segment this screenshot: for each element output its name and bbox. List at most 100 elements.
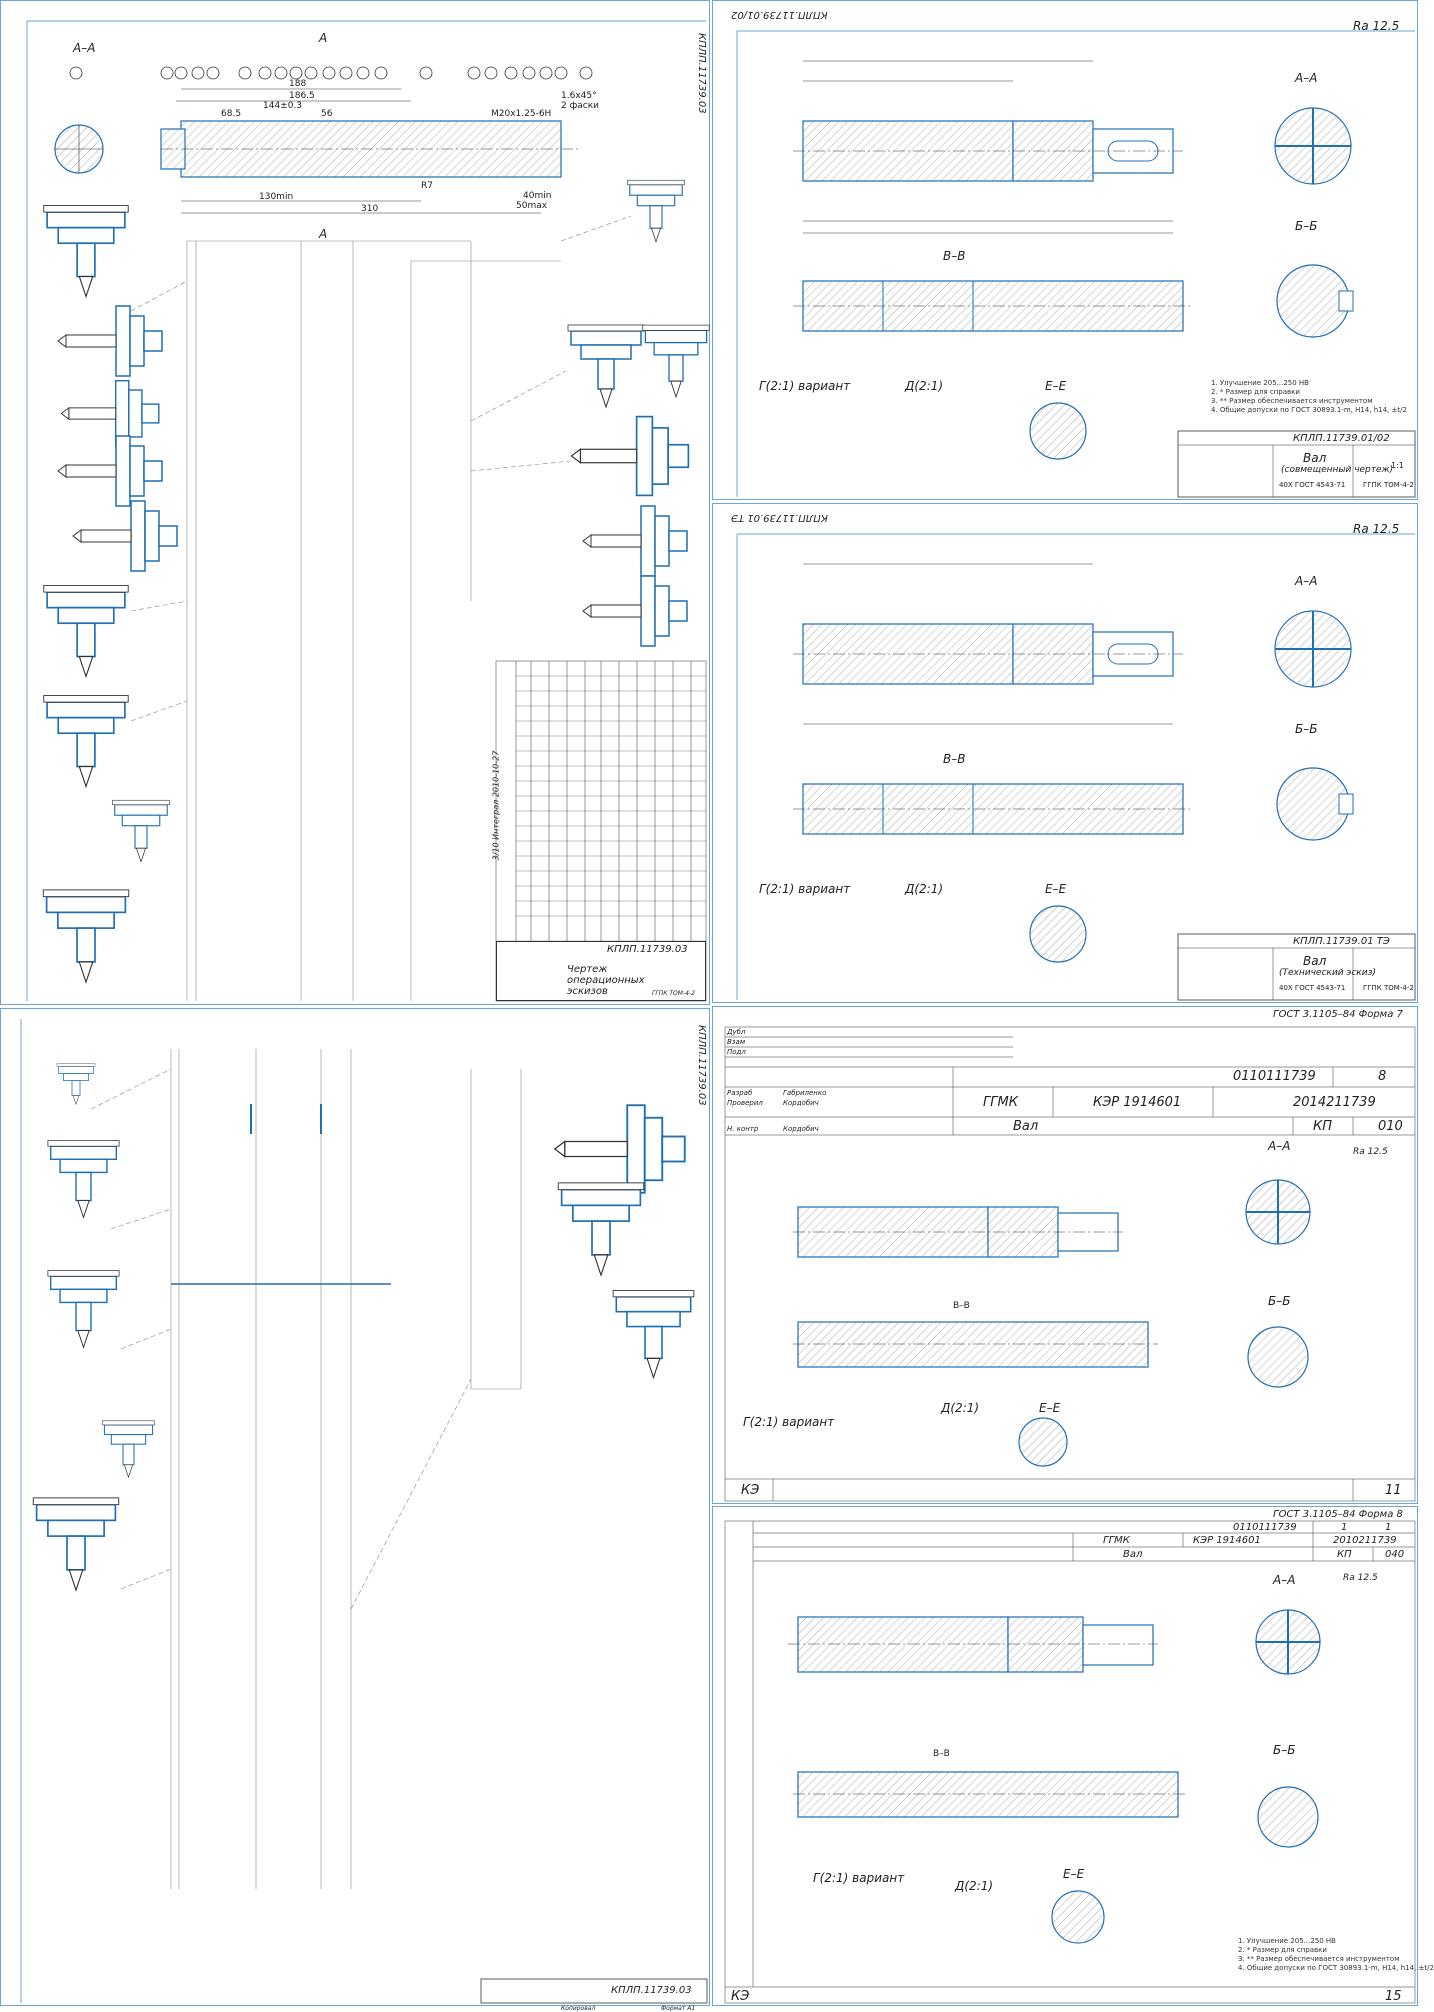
sheet3-section-ee: Е–Е [1045, 882, 1067, 896]
sheet6-section-d: Д(2:1) [955, 1879, 994, 1893]
sheet4-drawing [20, 1019, 708, 2004]
sheet2-tb-code: КПЛП.11739.01/02 [1293, 433, 1390, 444]
sheet3-tb-group: ГГПК ТОМ-4-2 [1363, 984, 1414, 992]
sheet2-section-g: Г(2:1) вариант [759, 379, 851, 393]
sheet5-doc-number: 0110111739 [1233, 1069, 1316, 1084]
sheet3-tb-code: КПЛП.11739.01 ТЭ [1293, 936, 1390, 947]
sheet5-staff-3-role: Н. контр [727, 1125, 759, 1133]
sheet6-note-3: 3. ** Размер обеспечивается инструментом [1238, 1955, 1400, 1963]
sheet3-tb-subtitle: (Технический эскиз) [1279, 968, 1376, 978]
sheet2-tb-group: ГГПК ТОМ-4-2 [1363, 481, 1414, 489]
sheet6-frame [724, 1520, 1416, 2004]
sheet5-ke: КЭ [741, 1483, 760, 1498]
sheet6-op: 040 [1385, 1549, 1405, 1560]
sheet6-sheet-a: 1 [1341, 1522, 1348, 1533]
sheet6-sheet-b: 1 [1385, 1522, 1392, 1533]
sheet5-page: 11 [1385, 1483, 1402, 1498]
sheet5-section-aa: А–А [1268, 1139, 1291, 1153]
sheet1-dim-188: 188 [289, 79, 307, 89]
sheet1-dim-56: 56 [321, 109, 333, 119]
sheet1-title-block: КПЛП.11739.03 Чертеж операционных эскизо… [496, 941, 706, 1001]
sheet6-kp: КП [1337, 1549, 1352, 1560]
sheet6-page: 15 [1385, 1989, 1402, 2004]
sheet3-tb-title: Вал [1303, 954, 1327, 968]
sheet5-staff-3-name: Кордобич [783, 1125, 819, 1133]
sheet6-roughness: Ra 12.5 [1343, 1573, 1378, 1583]
sheet6-note-4: 4. Общие допуски по ГОСТ 30893.1-m, H14,… [1238, 1964, 1434, 1972]
sheet1-dim-50max: 50max [516, 201, 548, 211]
sheet5-doc-code: КЭР 1914601 [1093, 1095, 1182, 1110]
sheet4-tb-copied: Копировал [561, 2005, 596, 2012]
sheet1-drawing [26, 20, 710, 1002]
sheet3-drawing [736, 533, 1416, 1001]
sheet5-sheet-no: 8 [1378, 1069, 1387, 1084]
sheet3-roughness: Ra 12.5 [1353, 522, 1400, 536]
sheet5-row-podl: Подл [727, 1048, 746, 1056]
sheet3-section-bb: Б–Б [1295, 722, 1318, 736]
sheet5-row-vzam: Взам [727, 1038, 746, 1046]
sheet5-kp: КП [1313, 1119, 1333, 1134]
sheet3-section-aa: А–А [1295, 574, 1318, 588]
sheet4-tb-format: Формат А1 [661, 2005, 696, 2012]
sheet1-dim-r7: R7 [421, 181, 433, 191]
sheet5-section-ee: Е–Е [1039, 1401, 1061, 1415]
sheet5-section-vv: В–В [953, 1301, 970, 1311]
sheet4-tb-code: КПЛП.11739.03 [611, 1985, 692, 1996]
sheet2-section-ee: Е–Е [1045, 379, 1067, 393]
sheet6-ke: КЭ [731, 1989, 750, 2004]
sheet1-dim-130min: 130min [259, 192, 294, 202]
sheet5-section-bb: Б–Б [1268, 1294, 1291, 1308]
sheet1-dim-2-chamfers: 2 фаски [561, 101, 600, 111]
sheet5-staff-1-role: Разраб [727, 1089, 753, 1097]
sheet1-tb-title: Чертеж операционных эскизов [567, 964, 645, 997]
sheet5-frame [724, 1026, 1416, 1502]
sheet-operational-sketches-2: КПЛП.11739.03 КПЛП.11739.03 Копировал Фо… [0, 1008, 710, 2012]
sheet2-note-4: 4. Общие допуски по ГОСТ 30893.1-m, H14,… [1211, 406, 1407, 414]
sheet6-section-g: Г(2:1) вариант [813, 1871, 905, 1885]
sheet1-section-mark-top: А [319, 31, 328, 45]
sheet5-section-d: Д(2:1) [941, 1401, 980, 1415]
sheet6-section-bb: Б–Б [1273, 1743, 1296, 1757]
sheet1-dim-68-5: 68.5 [221, 109, 242, 119]
sheet6-section-aa: А–А [1273, 1573, 1296, 1587]
sheet6-note-2: 2. * Размер для справки [1238, 1946, 1327, 1954]
sheet2-drawing [736, 30, 1416, 498]
sheet1-dim-chamfer: 1.6х45° [561, 91, 597, 101]
sheet1-section-label: А–А [73, 41, 96, 55]
sheet6-part-name: Вал [1123, 1549, 1143, 1560]
sheet1-table-title: 3/10 Интеграл 2010-10-27 [491, 750, 501, 861]
sheet5-roughness: Ra 12.5 [1353, 1147, 1388, 1157]
sheet2-roughness: Ra 12.5 [1353, 19, 1400, 33]
sheet2-tb-subtitle: (совмещенный чертеж) [1281, 465, 1394, 475]
sheet1-tb-group: ГГПК ТОМ-4-2 [652, 990, 695, 997]
sheet6-part-code: 2010211739 [1333, 1535, 1397, 1546]
sheet5-row-dubl: Дубл [727, 1028, 746, 1036]
sheet5-org: ГГМК [983, 1095, 1018, 1110]
sheet2-note-3: 3. ** Размер обеспечивается инструментом [1211, 397, 1373, 405]
sheet-operation-card-040: ГОСТ 3.1105–84 Форма 8 0110111739 1 1 ГГ… [712, 1506, 1434, 2006]
sheet2-section-bb: Б–Б [1295, 219, 1318, 233]
sheet1-dim-thread: М20х1.25-6Н [491, 109, 552, 119]
sheet1-tb-code: КПЛП.11739.03 [607, 944, 688, 955]
sheet2-tb-material: 40Х ГОСТ 4543-71 [1279, 481, 1346, 489]
sheet3-section-d: Д(2:1) [905, 882, 944, 896]
sheet2-section-vv: В–В [943, 249, 966, 263]
sheet1-dim-40min: 40min [523, 191, 552, 201]
sheet2-section-aa: А–А [1295, 71, 1318, 85]
sheet6-org: ГГМК [1103, 1535, 1130, 1546]
sheet5-gost: ГОСТ 3.1105–84 Форма 7 [1273, 1009, 1403, 1020]
sheet3-tb-material: 40Х ГОСТ 4543-71 [1279, 984, 1346, 992]
sheet6-doc-number: 0110111739 [1233, 1522, 1297, 1533]
sheet3-section-g: Г(2:1) вариант [759, 882, 851, 896]
sheet6-note-1: 1. Улучшение 205...250 НВ [1238, 1937, 1336, 1945]
sheet2-tb-scale: 1:1 [1391, 461, 1404, 470]
sheet1-dim-186-5: 186.5 [289, 91, 315, 101]
sheet5-section-g: Г(2:1) вариант [743, 1415, 835, 1429]
sheet2-section-d: Д(2:1) [905, 379, 944, 393]
sheet2-note-1: 1. Улучшение 205...250 НВ [1211, 379, 1309, 387]
sheet6-gost: ГОСТ 3.1105–84 Форма 8 [1273, 1509, 1403, 1520]
sheet5-part-name: Вал [1013, 1119, 1039, 1134]
sheet5-staff-1-name: Габриленко [783, 1089, 827, 1097]
sheet6-section-vv: В–В [933, 1749, 950, 1759]
sheet1-dim-310: 310 [361, 204, 379, 214]
